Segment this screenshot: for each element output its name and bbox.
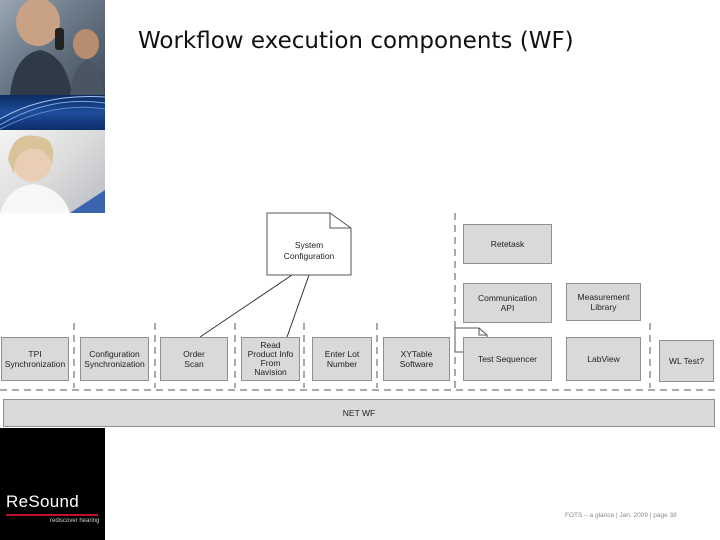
box-label: Order Scan <box>183 349 205 369</box>
box-label: NET WF <box>342 408 376 418</box>
lane-separators <box>0 213 720 391</box>
doc-fold <box>478 328 487 336</box>
connector-line <box>199 274 293 338</box>
box-label: Test Sequencer <box>477 354 538 364</box>
photo-blue-wave <box>0 95 105 130</box>
box-label: Retetask <box>490 239 525 249</box>
person-photo-icon <box>0 135 105 213</box>
labview-box: LabView <box>566 337 641 381</box>
photo-woman-smiling <box>0 130 105 213</box>
read-product-info-box: Read Product Info From Navision <box>241 337 300 381</box>
box-label: Measurement Library <box>577 292 630 312</box>
box-label: WL Test? <box>669 356 704 366</box>
system-configuration-label: System Configuration <box>283 240 335 261</box>
page-footer: FOTS – a glance | Jan. 2009 | page 38 <box>565 512 677 519</box>
left-image-strip: ReSound rediscover hearing <box>0 0 105 540</box>
box-label: TPI Synchronization <box>4 349 66 369</box>
box-label: Read Product Info From Navision <box>247 340 294 377</box>
brand-tagline: rediscover hearing <box>50 518 100 524</box>
tpi-synchronization-box: TPI Synchronization <box>1 337 69 381</box>
box-label: Communication API <box>477 293 538 313</box>
enter-lot-number-box: Enter Lot Number <box>312 337 372 381</box>
box-label: Enter Lot Number <box>324 349 360 369</box>
person-photo-icon <box>10 0 105 95</box>
wave-lines-icon <box>0 96 105 130</box>
brand-panel <box>0 428 105 540</box>
brand-logo-text: ReSound <box>6 492 79 511</box>
connector-line <box>286 274 310 338</box>
box-label: LabView <box>587 354 620 364</box>
box-label: Configuration Synchronization <box>84 349 145 369</box>
page-title: Workflow execution components (WF) <box>138 28 574 54</box>
wl-test-box: WL Test? <box>659 340 714 382</box>
connectors <box>199 274 310 338</box>
box-label: XYTable Software <box>399 349 434 369</box>
configuration-synchronization-box: Configuration Synchronization <box>80 337 149 381</box>
doc-fold <box>329 213 351 229</box>
measurement-library-box: Measurement Library <box>566 283 641 321</box>
photo-businessman-phone <box>0 0 105 95</box>
test-sequencer-box: Test Sequencer <box>463 337 552 381</box>
communication-api-box: Communication API <box>463 283 552 323</box>
xytable-software-box: XYTable Software <box>383 337 450 381</box>
retetask-box: Retetask <box>463 224 552 264</box>
net-wf-box: NET WF <box>3 399 715 427</box>
brand-accent-line <box>6 514 98 516</box>
side-gap <box>0 213 105 428</box>
order-scan-box: Order Scan <box>160 337 228 381</box>
